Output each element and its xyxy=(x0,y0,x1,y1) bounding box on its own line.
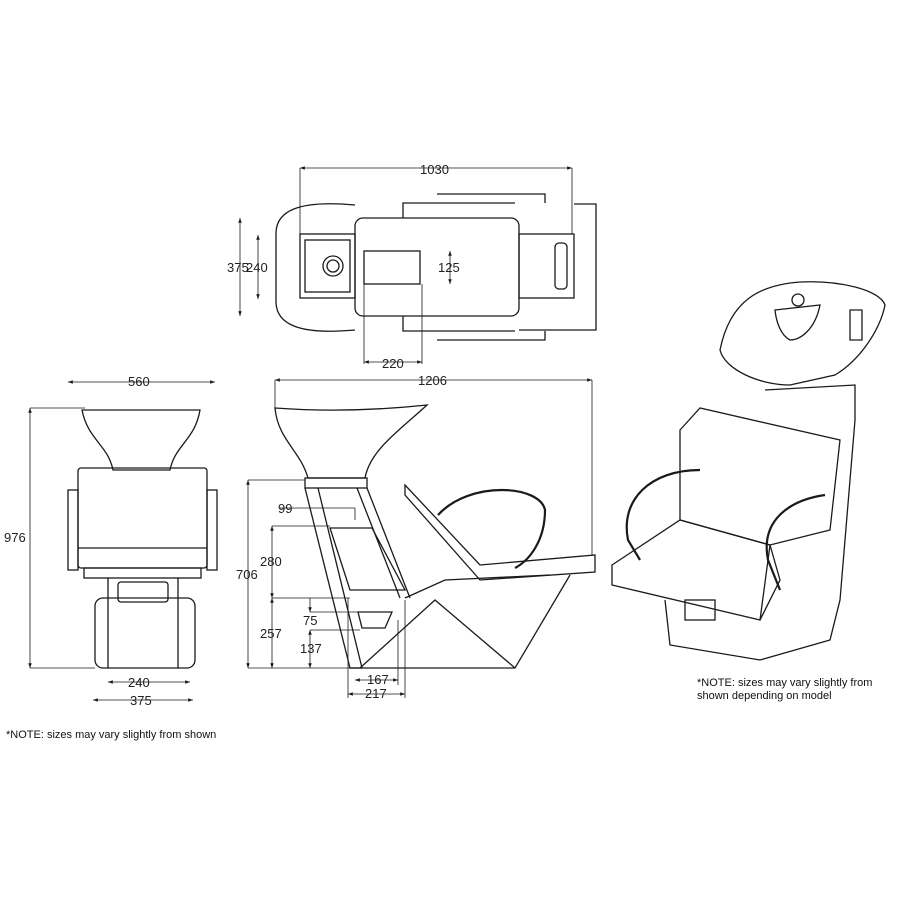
dim-706: 706 xyxy=(236,567,258,582)
dim-167: 167 xyxy=(367,672,389,687)
front-view: 560 976 240 375 xyxy=(4,374,218,708)
dim-75: 75 xyxy=(303,613,317,628)
dim-257: 257 xyxy=(260,626,282,641)
side-view: 1206 706 280 257 99 75 137 167 217 xyxy=(236,373,596,701)
dim-99: 99 xyxy=(278,501,292,516)
dim-1030: 1030 xyxy=(420,162,449,177)
dim-375-base: 375 xyxy=(130,693,152,708)
dim-125: 125 xyxy=(438,260,460,275)
dim-1206: 1206 xyxy=(418,373,447,388)
dim-280: 280 xyxy=(260,554,282,569)
dim-375: 375 xyxy=(227,260,249,275)
note-left: *NOTE: sizes may vary slightly from show… xyxy=(6,729,217,741)
dim-220: 220 xyxy=(382,356,404,371)
top-view: 1030 375 240 125 220 xyxy=(227,162,597,371)
note-right-line1: *NOTE: sizes may vary slightly from xyxy=(697,677,873,689)
dim-137: 137 xyxy=(300,641,322,656)
dim-240-base: 240 xyxy=(128,675,150,690)
dim-560: 560 xyxy=(128,374,150,389)
dim-240: 240 xyxy=(246,260,268,275)
note-right-line2: shown depending on model xyxy=(697,690,832,702)
dim-976: 976 xyxy=(4,530,26,545)
dim-217: 217 xyxy=(365,686,387,701)
perspective-view xyxy=(611,281,886,661)
